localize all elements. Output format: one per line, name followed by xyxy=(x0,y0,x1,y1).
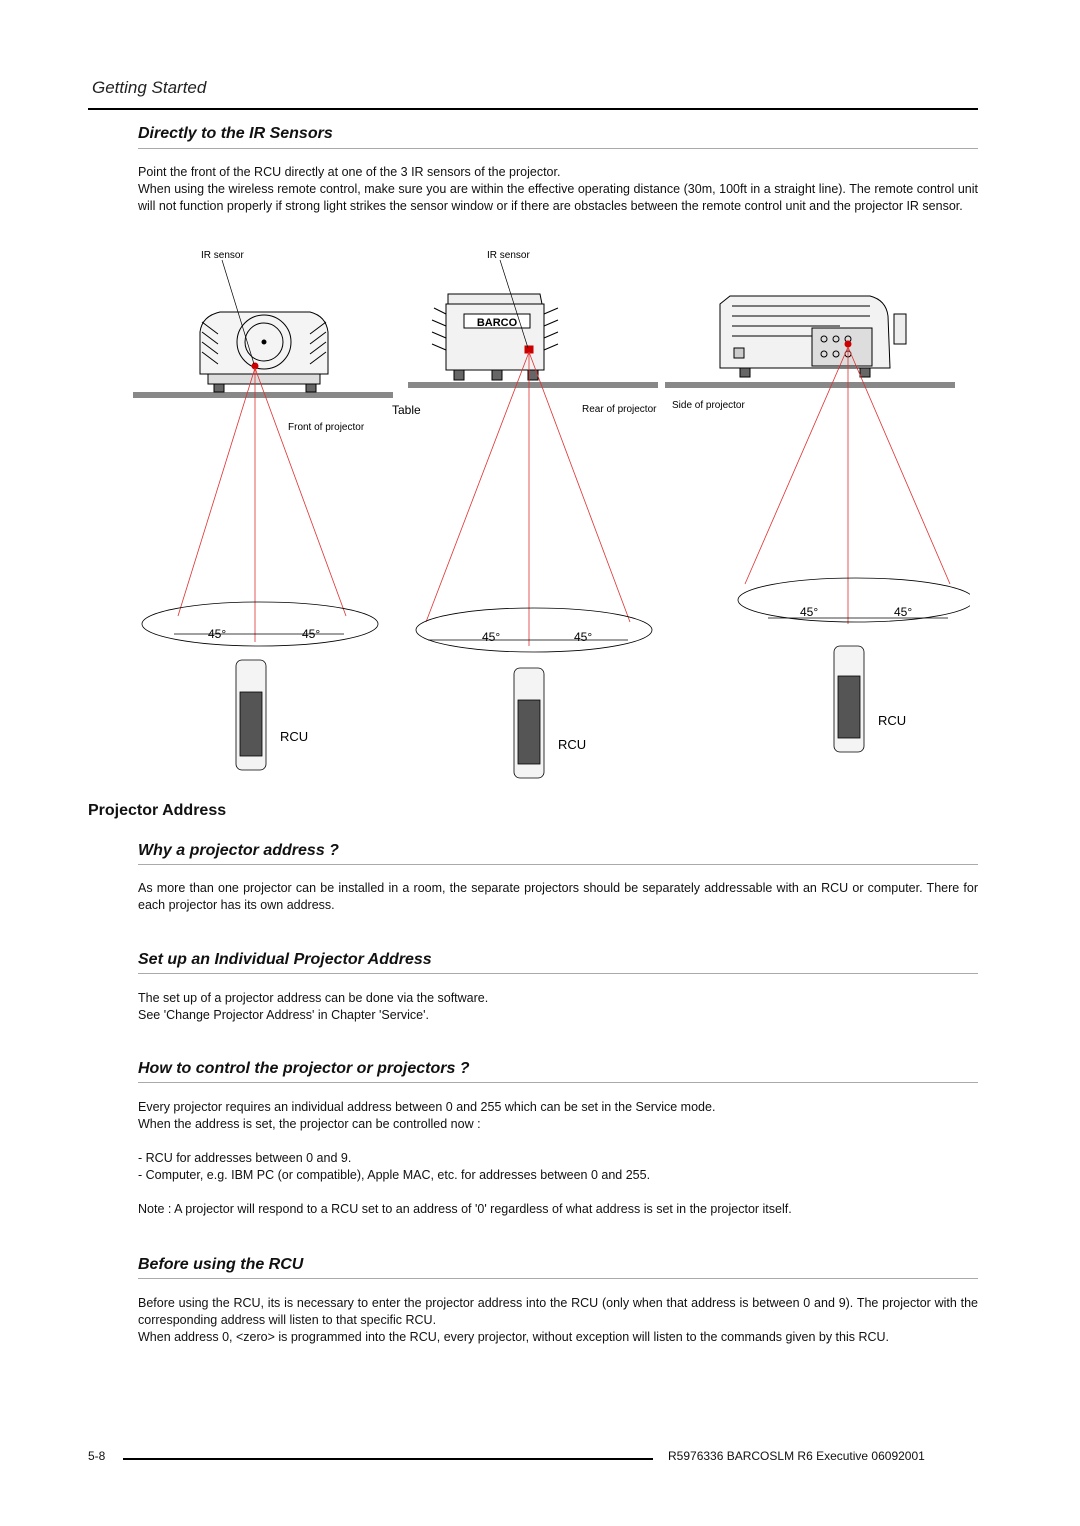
projector-rear-drawing: BARCO xyxy=(431,293,559,381)
rcu-label: RCU xyxy=(878,713,906,728)
ir-sensor-figure: BARCO xyxy=(133,250,970,779)
coverage-ellipse-side xyxy=(737,577,970,623)
before-paragraph: Before using the RCU, its is necessary t… xyxy=(138,1295,978,1346)
coverage-ellipse-front xyxy=(141,601,379,647)
deg-label: 45° xyxy=(800,605,818,619)
barco-logo: BARCO xyxy=(477,317,518,329)
front-of-projector-label: Front of projector xyxy=(288,422,365,433)
control-line-2: When the address is set, the projector c… xyxy=(138,1117,481,1131)
setup-paragraph: The set up of a projector address can be… xyxy=(138,990,978,1024)
subsection-title-why: Why a projector address ? xyxy=(138,842,339,859)
header-rule xyxy=(88,108,978,110)
deg-label: 45° xyxy=(574,630,592,644)
setup-line-2: See 'Change Projector Address' in Chapte… xyxy=(138,1008,429,1022)
ir-sensor-label: IR sensor xyxy=(201,250,244,261)
coverage-ellipse-rear xyxy=(415,607,653,653)
subsection-title-before: Before using the RCU xyxy=(138,1256,304,1273)
section-rule xyxy=(138,1278,978,1279)
rcu-label: RCU xyxy=(558,737,586,752)
table-side xyxy=(665,382,955,388)
control-note: Note : A projector will respond to a RCU… xyxy=(138,1202,792,1216)
setup-line-1: The set up of a projector address can be… xyxy=(138,991,489,1005)
page-number: 5-8 xyxy=(88,1449,106,1463)
ir-paragraph: Point the front of the RCU directly at o… xyxy=(138,164,978,215)
rcu-label: RCU xyxy=(280,729,308,744)
section-rule xyxy=(138,864,978,865)
subsection-title-control: How to control the projector or projecto… xyxy=(138,1060,470,1077)
control-bullet-2: - Computer, e.g. IBM PC (or compatible),… xyxy=(138,1168,651,1182)
projector-front-drawing xyxy=(199,311,329,393)
control-line-1: Every projector requires an individual a… xyxy=(138,1100,716,1114)
projector-side-drawing xyxy=(719,295,907,378)
subsection-title-setup: Set up an Individual Projector Address xyxy=(138,951,432,968)
deg-label: 45° xyxy=(894,605,912,619)
footer-rule xyxy=(123,1458,653,1460)
deg-label: 45° xyxy=(208,627,226,641)
section-rule xyxy=(138,1082,978,1083)
before-line-2: When address 0, <zero> is programmed int… xyxy=(138,1330,890,1344)
section-rule xyxy=(138,973,978,974)
why-paragraph: As more than one projector can be instal… xyxy=(138,881,978,912)
side-of-projector-label: Side of projector xyxy=(672,400,745,411)
table-front xyxy=(133,392,393,398)
table-label: Table xyxy=(392,403,421,417)
table-rear xyxy=(408,382,658,388)
chapter-title: Getting Started xyxy=(92,78,207,97)
document-id: R5976336 BARCOSLM R6 Executive 06092001 xyxy=(668,1449,925,1463)
ir-pointer-front xyxy=(221,259,255,365)
section-title-ir: Directly to the IR Sensors xyxy=(138,125,333,142)
angle-arrows xyxy=(174,617,948,641)
deg-label: 45° xyxy=(482,630,500,644)
beam-lines xyxy=(177,346,951,646)
section-title-projector-address: Projector Address xyxy=(88,802,227,819)
section-rule xyxy=(138,148,978,149)
ir-line-1: Point the front of the RCU directly at o… xyxy=(138,165,561,179)
before-line-1: Before using the RCU, its is necessary t… xyxy=(138,1296,978,1327)
rear-of-projector-label: Rear of projector xyxy=(582,404,657,415)
ir-sensor-label: IR sensor xyxy=(487,250,530,261)
deg-label: 45° xyxy=(302,627,320,641)
rcu-drawings xyxy=(235,645,865,779)
control-paragraph: Every projector requires an individual a… xyxy=(138,1099,978,1218)
control-bullet-1: - RCU for addresses between 0 and 9. xyxy=(138,1151,352,1165)
ir-pointer-rear xyxy=(499,259,529,349)
ir-line-2: When using the wireless remote control, … xyxy=(138,182,978,213)
